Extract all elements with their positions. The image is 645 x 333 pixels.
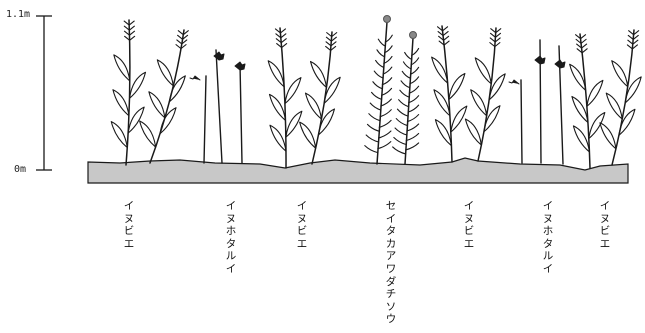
species-label-barnyard-grass: イヌビエ xyxy=(462,200,476,250)
ground-strip xyxy=(88,158,628,183)
goldenrod-leaf xyxy=(397,109,408,116)
goldenrod-leaf xyxy=(378,39,385,46)
goldenrod-leaf xyxy=(401,81,410,88)
goldenrod-leaf xyxy=(365,146,378,153)
grass-leaf xyxy=(600,123,616,149)
goldenrod-leaf xyxy=(373,82,382,89)
goldenrod-leaf xyxy=(394,137,406,144)
goldenrod-leaf xyxy=(405,52,412,59)
goldenrod-leaf xyxy=(378,142,391,149)
rush-culm xyxy=(521,80,522,163)
grass-leaf xyxy=(612,61,628,87)
grass-leaf xyxy=(305,93,321,119)
height-scale-bar xyxy=(36,16,52,170)
grass-leaf xyxy=(451,106,467,132)
goldenrod-leaf xyxy=(382,88,392,95)
goldenrod-leaf xyxy=(409,86,418,93)
grass-leaf xyxy=(572,96,588,122)
goldenrod-leaf xyxy=(400,90,409,97)
species-label-barnyard-grass: イヌビエ xyxy=(122,200,136,250)
grass-leaf xyxy=(149,92,165,118)
goldenrod-leaf xyxy=(379,120,391,127)
grass-leaf xyxy=(270,125,286,151)
grass-leaf xyxy=(113,90,129,116)
grass-leaf xyxy=(471,90,487,116)
goldenrod-flower-head xyxy=(410,32,417,39)
goldenrod-leaf xyxy=(402,71,410,78)
grass-leaf xyxy=(285,78,301,104)
goldenrod-leaf xyxy=(395,128,407,135)
rush-seed-head xyxy=(190,76,200,80)
goldenrod-leaf xyxy=(372,92,382,99)
grass-leaf xyxy=(606,93,622,119)
grass-leaf xyxy=(140,121,156,147)
grass-leaf xyxy=(157,60,173,86)
goldenrod-leaf xyxy=(408,105,419,112)
grass-leaf xyxy=(449,73,465,99)
rush-seed-head xyxy=(509,80,519,84)
goldenrod-leaf xyxy=(393,147,406,154)
rush-seed-head xyxy=(235,62,245,70)
grass-leaf xyxy=(587,80,603,106)
goldenrod-leaf xyxy=(399,100,409,107)
goldenrod-leaf xyxy=(370,103,381,110)
goldenrod-leaf xyxy=(374,71,383,78)
goldenrod-leaf xyxy=(366,135,378,142)
rush-culm xyxy=(216,50,222,163)
goldenrod-leaf xyxy=(380,110,391,117)
grass-leaf xyxy=(130,72,146,98)
species-label-goldenrod: セイタカアワダチソウ xyxy=(384,200,398,326)
species-label-bulrush: イヌホタルイ xyxy=(541,200,555,276)
species-label-barnyard-grass: イヌビエ xyxy=(295,200,309,250)
goldenrod-flower-head xyxy=(384,16,391,23)
goldenrod-leaf xyxy=(368,124,380,131)
grass-leaf xyxy=(435,120,451,146)
grass-leaf xyxy=(311,61,327,87)
grass-leaf xyxy=(268,61,284,87)
grass-leaf xyxy=(269,94,285,120)
grass-leaf xyxy=(589,113,605,139)
rush-seed-head xyxy=(535,56,545,64)
goldenrod-leaf xyxy=(406,133,418,140)
goldenrod-leaf xyxy=(396,119,407,126)
goldenrod-leaf xyxy=(406,143,419,150)
goldenrod-leaf xyxy=(379,131,391,138)
species-label-bulrush: イヌホタルイ xyxy=(224,200,238,276)
goldenrod-leaf xyxy=(381,99,392,106)
grass-leaf xyxy=(573,126,589,152)
species-label-barnyard-grass: イヌビエ xyxy=(598,200,612,250)
goldenrod-leaf xyxy=(407,124,419,131)
grass-leaf xyxy=(160,108,176,134)
scale-bottom-label: 0m xyxy=(14,165,26,175)
grass-leaf xyxy=(128,107,144,133)
goldenrod-leaf xyxy=(403,62,411,69)
rush-culm xyxy=(204,76,206,163)
grass-leaf xyxy=(286,111,302,137)
plant-drawings xyxy=(111,16,641,169)
rush-culm xyxy=(240,64,242,163)
grass-leaf xyxy=(114,55,130,81)
grass-leaf xyxy=(465,119,481,145)
goldenrod-leaf xyxy=(376,60,384,67)
goldenrod-leaf xyxy=(377,50,385,57)
goldenrod-leaf xyxy=(369,114,380,121)
goldenrod-leaf xyxy=(407,115,418,122)
scale-top-label: 1.1m xyxy=(6,10,30,20)
goldenrod-leaf xyxy=(409,96,419,103)
grass-leaf xyxy=(434,90,450,116)
grass-leaf xyxy=(300,122,316,148)
rush-seed-head xyxy=(555,60,565,68)
grass-leaf xyxy=(111,122,127,148)
grass-leaf xyxy=(475,58,491,84)
